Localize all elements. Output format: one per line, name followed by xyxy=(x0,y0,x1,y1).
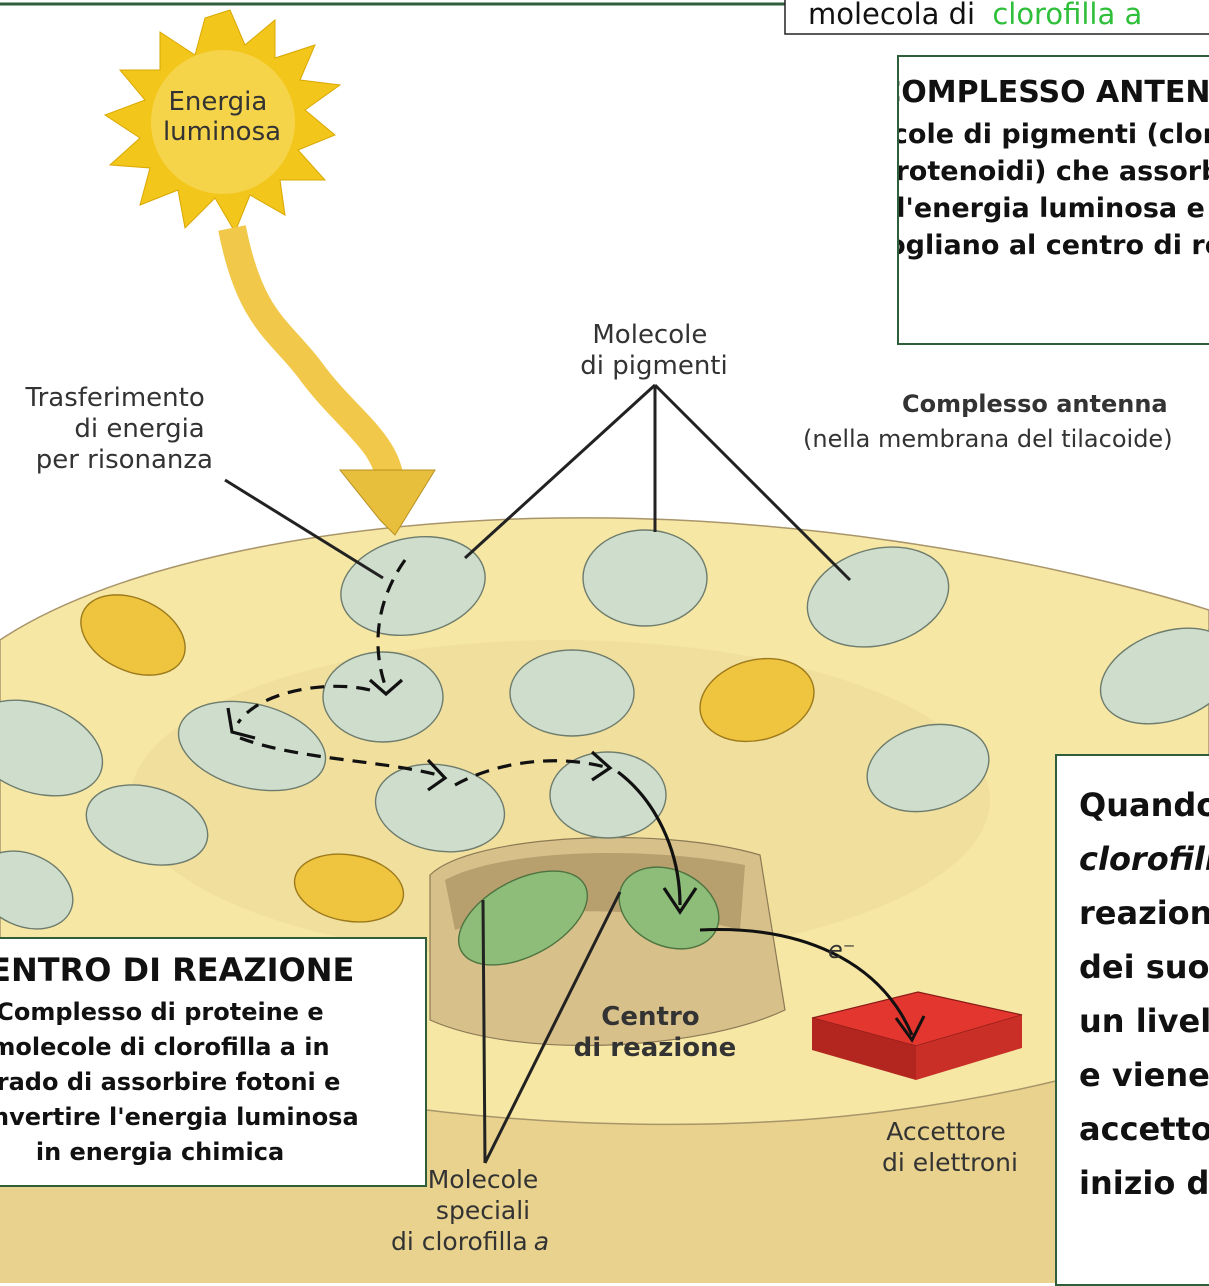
light-energy-arrow xyxy=(218,225,404,483)
pigment-molecule xyxy=(582,529,708,627)
pigment-molecule xyxy=(340,535,486,637)
electron-arrow-head xyxy=(894,1015,926,1043)
top-note-text: molecola di xyxy=(808,0,975,31)
final-transfer-head xyxy=(662,887,698,915)
carotenoid-molecules xyxy=(80,594,815,923)
reaction-center-label: Centro di reazione xyxy=(574,1002,737,1063)
pigment-molecule xyxy=(0,699,104,797)
carotenoid-molecule xyxy=(699,657,815,743)
electron-arrow xyxy=(699,928,914,1036)
light-arrow-head xyxy=(338,469,436,536)
reaction-box-title: CENTRO DI REAZIONE xyxy=(0,951,355,989)
top-note-box: molecola di clorofilla a xyxy=(784,0,1209,35)
excitation-box: Quando la molecola di clorofilla a del c… xyxy=(1055,754,1209,1286)
pigment-molecule xyxy=(866,723,990,813)
antenna-box-body: Molecole di pigmenti (clorofille e carot… xyxy=(897,119,1209,261)
sun-label: Energia luminosa xyxy=(163,87,281,147)
pigment-molecule xyxy=(549,751,667,839)
antenna-box-title: COMPLESSO ANTENNA xyxy=(897,75,1209,110)
excitation-box-body: Quando la molecola di clorofilla a del c… xyxy=(1079,786,1209,1202)
carotenoid-molecule xyxy=(293,853,405,923)
electron-label: e⁻ xyxy=(828,936,855,964)
pointer-lines xyxy=(224,383,852,1164)
antenna-sub-label: (nella membrana del tilacoide) xyxy=(803,425,1173,453)
pigment-molecule xyxy=(509,649,635,737)
antenna-title-label: Complesso antenna xyxy=(902,390,1168,418)
pigment-molecule xyxy=(177,700,327,792)
carotenoid-molecule xyxy=(80,594,186,676)
membrane-side xyxy=(0,1000,1209,1283)
final-transfer-arrow xyxy=(617,770,682,906)
sun-icon xyxy=(103,9,342,234)
pigment-molecules xyxy=(0,529,1209,930)
special-chlorophyll xyxy=(457,866,720,966)
resonance-arrowheads xyxy=(226,678,613,792)
electron-acceptor xyxy=(811,991,1023,1080)
top-note-green: clorofilla a xyxy=(992,0,1142,31)
pigment-molecule xyxy=(322,651,444,743)
acceptor-label: Accettore di elettroni xyxy=(882,1117,1018,1177)
resonance-path xyxy=(236,559,606,787)
special-chlorophyll-left xyxy=(457,870,589,966)
antenna-complex-box: COMPLESSO ANTENNA Molecole di pigmenti (… xyxy=(897,55,1209,345)
pigments-label: Molecole di pigmenti xyxy=(580,320,727,381)
pigment-molecule xyxy=(1099,627,1209,725)
pigment-molecule xyxy=(374,763,506,853)
reaction-box-body: Complesso di proteine e molecole di clor… xyxy=(0,998,359,1166)
pigment-molecule xyxy=(85,784,209,866)
svg-text:molecola di clorofilla a: molecola di clorofilla a xyxy=(808,0,1142,31)
pigment-molecule xyxy=(0,850,74,930)
reaction-center-box: CENTRO DI REAZIONE Complesso di proteine… xyxy=(0,937,427,1187)
resonance-label: Trasferimento di energia per risonanza xyxy=(25,383,213,475)
